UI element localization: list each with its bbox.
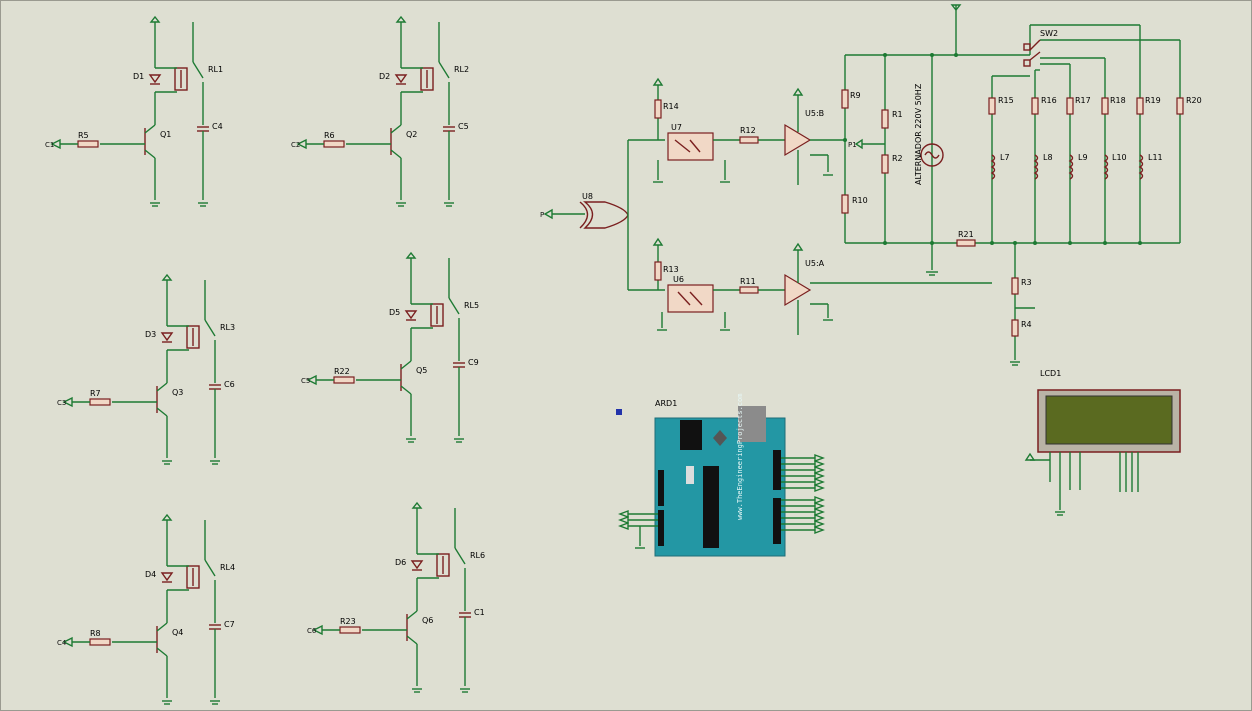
l7-label: L7 (1000, 153, 1010, 162)
arduino-label: ARD1 (655, 399, 677, 408)
input-label: C2 (291, 141, 300, 149)
lcd-display: LCD1 (1024, 369, 1181, 516)
sw2-label: SW2 (1040, 29, 1058, 38)
relay-driver-1: D1 Q1 R5 C4 RL1 C1 (45, 15, 223, 207)
relay-driver-6: D6 Q6 R23 C1 RL6 C6 (307, 501, 485, 693)
resistor-label: R22 (334, 367, 350, 376)
l11-label: L11 (1148, 153, 1163, 162)
lcd-label: LCD1 (1040, 369, 1061, 378)
transistor-label: Q5 (416, 366, 427, 375)
relay-label: RL3 (220, 323, 235, 332)
p1-label: P1 (848, 141, 857, 149)
r12-label: R12 (740, 126, 756, 135)
capacitor-label: C7 (224, 620, 235, 629)
relay-driver-2: D2 Q2 R6 C5 RL2 C2 (291, 15, 469, 207)
relay-label: RL5 (464, 301, 479, 310)
r9-label: R9 (850, 91, 861, 100)
input-label: C3 (57, 399, 66, 407)
r1-label: R1 (892, 110, 903, 119)
relay-label: RL2 (454, 65, 469, 74)
relay-driver-5: D4 Q4 R8 C7 RL4 C4 (57, 513, 235, 705)
relay-label: RL1 (208, 65, 223, 74)
input-label: C5 (301, 377, 310, 385)
l9-label: L9 (1078, 153, 1088, 162)
phase-detector: P U8 U7 R14 R12 U5:B U6 (540, 77, 992, 335)
diode-label: D4 (145, 570, 156, 579)
arduino-url: www.TheEngineeringProjects.com (736, 394, 744, 520)
resistor-label: R8 (90, 629, 101, 638)
resistor-label: R6 (324, 131, 335, 140)
marker-icon (616, 409, 622, 415)
u8-label: U8 (582, 192, 593, 201)
resistor-label: R23 (340, 617, 356, 626)
diode-label: D6 (395, 558, 406, 567)
diode-label: D3 (145, 330, 156, 339)
input-label: C1 (45, 141, 54, 149)
r20-label: R20 (1186, 96, 1202, 105)
capacitor-label: C9 (468, 358, 479, 367)
r3-label: R3 (1021, 278, 1032, 287)
p-input-label: P (540, 211, 544, 219)
load-bank: R9 R10 R1 R2 P1 ALTERNADOR 220V 50HZ R21… (841, 4, 1202, 366)
r14-label: R14 (663, 102, 679, 111)
relay-label: RL4 (220, 563, 235, 572)
alternator-label: ALTERNADOR 220V 50HZ (914, 83, 923, 185)
r15-label: R15 (998, 96, 1014, 105)
diode-label: D1 (133, 72, 144, 81)
transistor-label: Q1 (160, 130, 171, 139)
arduino-board: ARD1 www.TheEngineeringProjects.com (616, 394, 825, 557)
transistor-label: Q2 (406, 130, 417, 139)
u7-label: U7 (671, 123, 682, 132)
transistor-label: Q4 (172, 628, 183, 637)
resistor-label: R5 (78, 131, 89, 140)
r2-label: R2 (892, 154, 903, 163)
l10-label: L10 (1112, 153, 1127, 162)
r11-label: R11 (740, 277, 756, 286)
transistor-label: Q3 (172, 388, 183, 397)
relay-driver-3: D3 Q3 R7 C6 RL3 C3 (57, 273, 235, 465)
capacitor-label: C5 (458, 122, 469, 131)
r17-label: R17 (1075, 96, 1091, 105)
r21-label: R21 (958, 230, 974, 239)
r13-label: R13 (663, 265, 679, 274)
resistor-label: R7 (90, 389, 101, 398)
capacitor-label: C1 (474, 608, 485, 617)
r4-label: R4 (1021, 320, 1032, 329)
transistor-label: Q6 (422, 616, 433, 625)
u5a-label: U5:A (805, 259, 825, 268)
r16-label: R16 (1041, 96, 1057, 105)
input-label: C6 (307, 627, 317, 635)
r19-label: R19 (1145, 96, 1161, 105)
r18-label: R18 (1110, 96, 1126, 105)
l8-label: L8 (1043, 153, 1053, 162)
capacitor-label: C4 (212, 122, 223, 131)
relay-label: RL6 (470, 551, 485, 560)
relay-driver-4: D5 Q5 R22 C9 RL5 C5 (301, 251, 479, 443)
diode-label: D5 (389, 308, 400, 317)
capacitor-label: C6 (224, 380, 235, 389)
diode-label: D2 (379, 72, 390, 81)
r10-label: R10 (852, 196, 868, 205)
u6-label: U6 (673, 275, 684, 284)
u5b-label: U5:B (805, 109, 824, 118)
input-label: C4 (57, 639, 67, 647)
